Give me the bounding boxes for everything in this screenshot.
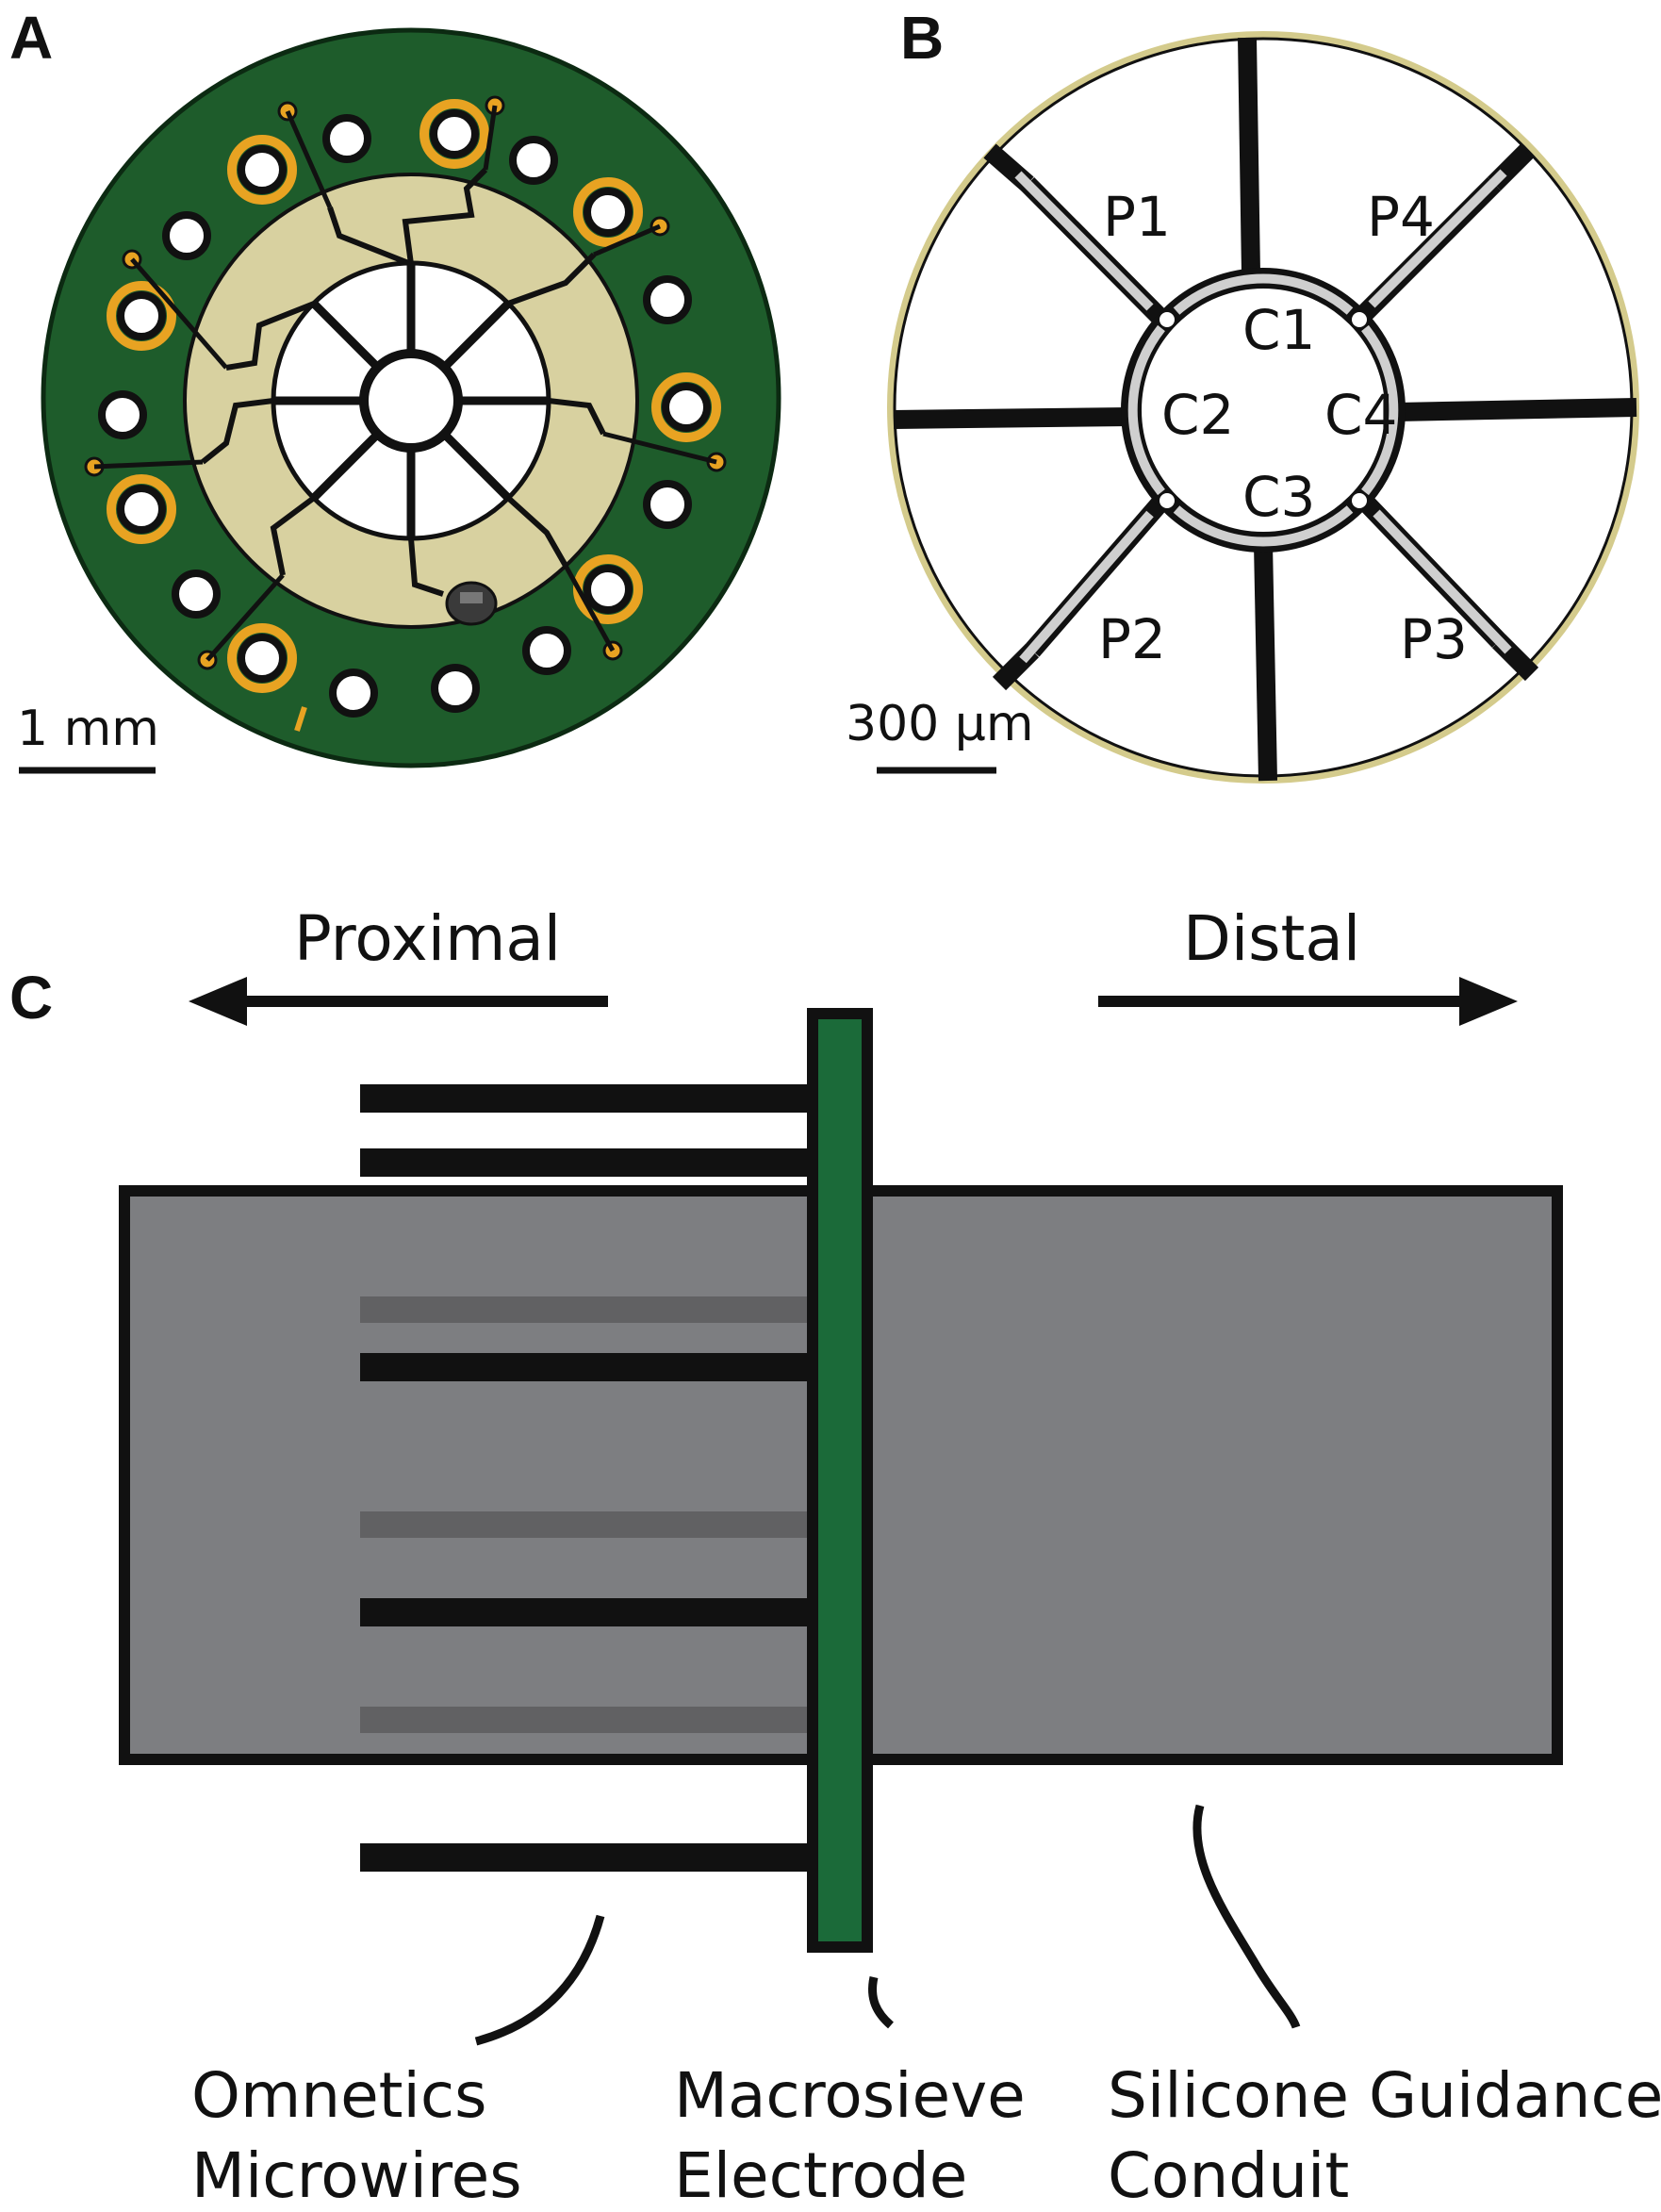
sieve-spokes [893, 37, 1637, 782]
label-microwires-line2: Microwires [191, 2139, 522, 2212]
proximal-arrow-head [189, 977, 247, 1026]
callout-conduit [1192, 1804, 1301, 2029]
pcb-outer-traces [93, 105, 717, 662]
panel-c: C Proximal Distal Omneti [9, 902, 1661, 2212]
label-electrode-line2: Electrode [674, 2139, 967, 2212]
callout-electrode [868, 1976, 895, 2029]
sieve-center-breaks [1159, 312, 1367, 508]
site-label-c1: C1 [1242, 298, 1315, 362]
distal-label: Distal [1183, 902, 1360, 975]
distal-arrow-head [1459, 977, 1518, 1026]
site-label-c3: C3 [1242, 465, 1315, 529]
pcb-gold-pads [107, 99, 721, 693]
proximal-label: Proximal [294, 902, 561, 975]
sieve-site-c [1127, 273, 1399, 547]
site-label-c2: C2 [1161, 383, 1234, 447]
pcb-through-holes [98, 109, 711, 718]
site-label-p1: P1 [1103, 185, 1171, 249]
pcb-center-hole [359, 349, 463, 453]
macrosieve-electrode [807, 1008, 873, 1953]
pcb-component [445, 581, 498, 626]
site-label-p3: P3 [1400, 607, 1468, 671]
label-electrode-line1: Macrosieve [674, 2059, 1026, 2132]
site-label-c4: C4 [1324, 383, 1397, 447]
pcb-sieve-spokes [273, 264, 549, 538]
scale-bar-b-label: 300 μm [846, 696, 1034, 752]
site-label-p4: P4 [1367, 185, 1435, 249]
label-conduit-line2: Conduit [1108, 2139, 1349, 2212]
site-label-p2: P2 [1098, 607, 1166, 671]
panel-a: A [9, 4, 781, 774]
label-conduit-line1: Silicone Guidance [1108, 2059, 1661, 2132]
pcb-traces [201, 167, 606, 597]
panel-a-letter: A [9, 4, 53, 72]
callout-microwires [474, 1914, 605, 2046]
microwires-inside [360, 1296, 813, 1733]
microwires [360, 1084, 813, 1872]
label-microwires-line1: Omnetics [191, 2059, 487, 2132]
panel-b: B [846, 4, 1639, 784]
scale-bar-a-label: 1 mm [17, 701, 159, 757]
sieve-site-p [1014, 169, 1512, 664]
pcb-gold-mark [294, 706, 307, 732]
panel-b-letter: B [900, 4, 944, 72]
panel-c-letter: C [9, 964, 53, 1032]
